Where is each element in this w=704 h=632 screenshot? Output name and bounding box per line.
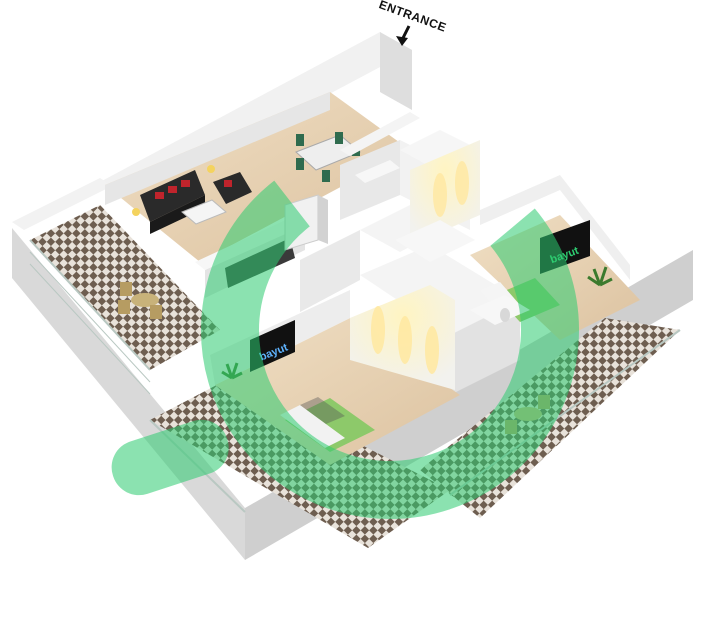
- plant-right: [587, 266, 613, 287]
- bed-main: [280, 397, 375, 452]
- patio-set-left: [118, 282, 162, 319]
- coffee-table: [181, 199, 227, 225]
- watermark-logo: [111, 141, 579, 519]
- armchair: [213, 172, 252, 204]
- side-table-lamp: [132, 165, 215, 216]
- living-room: [105, 92, 410, 262]
- bathrooms: [355, 160, 530, 325]
- entrance-label: ENTRANCE: [377, 0, 448, 35]
- entrance-arrow-icon: [396, 25, 411, 46]
- wardrobe-upper: [410, 140, 480, 245]
- wardrobe-main: [350, 285, 455, 390]
- sofa: [140, 170, 205, 234]
